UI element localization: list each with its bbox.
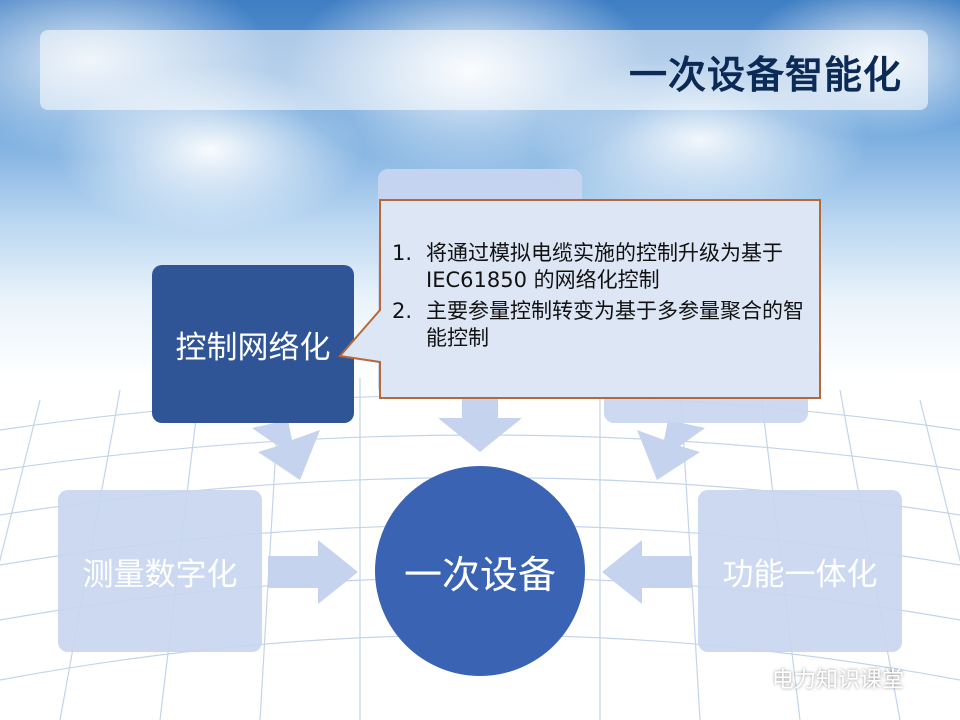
center-node-primary-equipment: 一次设备 [375, 466, 585, 676]
callout-item-number: 1. [392, 241, 413, 265]
node-control-networking-label: 控制网络化 [175, 329, 331, 366]
node-function-integration: 功能一体化 [698, 490, 902, 652]
arrow-topright-to-center [637, 420, 705, 480]
node-function-integration-label: 功能一体化 [722, 556, 878, 593]
callout-item: 2. 主要参量控制转变为基于多参量聚合的智能控制 [392, 298, 812, 352]
node-measurement-digitization-label: 测量数字化 [82, 556, 238, 593]
node-control-networking: 控制网络化 [152, 265, 354, 423]
callout-item: 1. 将通过模拟电缆实施的控制升级为基于IEC61850 的网络化控制 [392, 240, 812, 294]
title-bar: 一次设备智能化 [40, 30, 928, 110]
callout-list: 1. 将通过模拟电缆实施的控制升级为基于IEC61850 的网络化控制 2. 主… [392, 240, 812, 356]
center-node-label: 一次设备 [403, 552, 556, 597]
arrow-right-to-center [602, 540, 692, 604]
watermark: 电力知识课堂 [738, 665, 905, 693]
arrow-top-to-center [438, 395, 522, 452]
callout-item-number: 2. [392, 299, 413, 323]
arrow-left-to-center [268, 540, 358, 604]
node-measurement-digitization: 测量数字化 [58, 490, 262, 652]
wechat-icon [739, 667, 765, 689]
watermark-text: 电力知识课堂 [772, 668, 905, 693]
callout-item-text: 主要参量控制转变为基于多参量聚合的智能控制 [426, 299, 804, 350]
callout-item-text: 将通过模拟电缆实施的控制升级为基于IEC61850 的网络化控制 [426, 241, 783, 292]
slide-title: 一次设备智能化 [628, 53, 902, 97]
arrow-topleft-to-center [252, 420, 320, 480]
